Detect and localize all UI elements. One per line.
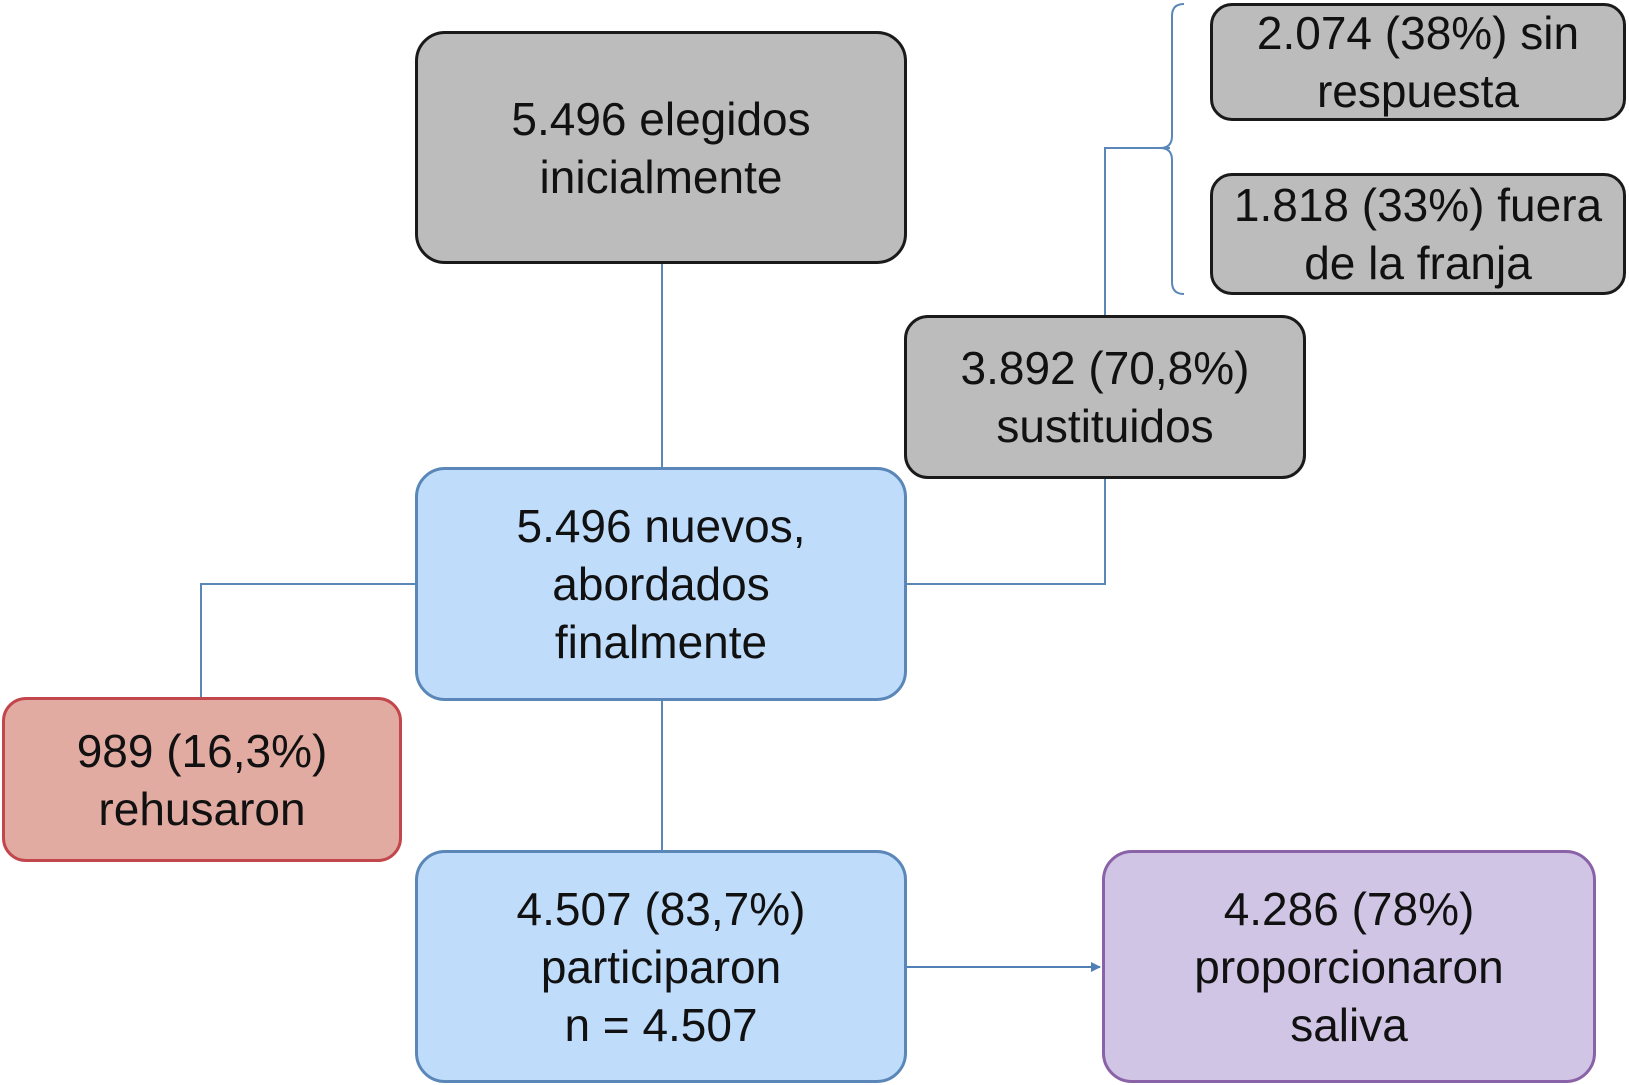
node-new-approached-line-1: 5.496 nuevos, [516, 500, 806, 552]
node-out-of-range: 1.818 (33%) fuera de la franja [1210, 173, 1626, 295]
node-initially-chosen: 5.496 elegidos inicialmente [415, 31, 907, 264]
node-refused: 989 (16,3%) rehusaron [2, 697, 402, 862]
node-saliva-line-3: saliva [1290, 998, 1408, 1051]
node-refused-line-2: rehusaron [98, 782, 306, 835]
node-new-approached: 5.496 nuevos, abordados finalmente [415, 467, 907, 701]
node-saliva: 4.286 (78%) proporcionaron saliva [1102, 850, 1596, 1083]
node-no-response-line-1: 2.074 (38%) sin [1256, 7, 1580, 59]
node-new-approached-line-2: abordados [552, 558, 770, 610]
connector-substituted-to-brace [1104, 147, 1170, 315]
node-saliva-line-1: 4.286 (78%) [1223, 882, 1475, 935]
node-participated-line-3: n = 4.507 [564, 998, 758, 1051]
node-out-of-range-line-2: de la franja [1304, 237, 1532, 289]
node-saliva-line-2: proporcionaron [1194, 940, 1504, 993]
connector-new-to-substituted [907, 478, 1106, 585]
node-no-response: 2.074 (38%) sin respuesta [1210, 3, 1626, 121]
node-substituted-line-2: sustituidos [996, 400, 1214, 452]
node-participated-line-2: participaron [540, 940, 782, 993]
node-initially-chosen-line-2: inicialmente [539, 150, 783, 203]
connector-new-to-refused [200, 583, 415, 698]
node-out-of-range-line-1: 1.818 (33%) fuera [1233, 179, 1603, 231]
node-substituted: 3.892 (70,8%) sustituidos [904, 315, 1306, 479]
node-no-response-line-2: respuesta [1316, 65, 1519, 117]
node-participated: 4.507 (83,7%) participaron n = 4.507 [415, 850, 907, 1083]
node-initially-chosen-line-1: 5.496 elegidos [511, 92, 811, 145]
node-refused-line-1: 989 (16,3%) [76, 724, 328, 777]
node-participated-line-1: 4.507 (83,7%) [516, 882, 806, 935]
node-substituted-line-1: 3.892 (70,8%) [960, 342, 1250, 394]
node-new-approached-line-3: finalmente [554, 616, 768, 668]
brace-icon [1159, 3, 1185, 295]
